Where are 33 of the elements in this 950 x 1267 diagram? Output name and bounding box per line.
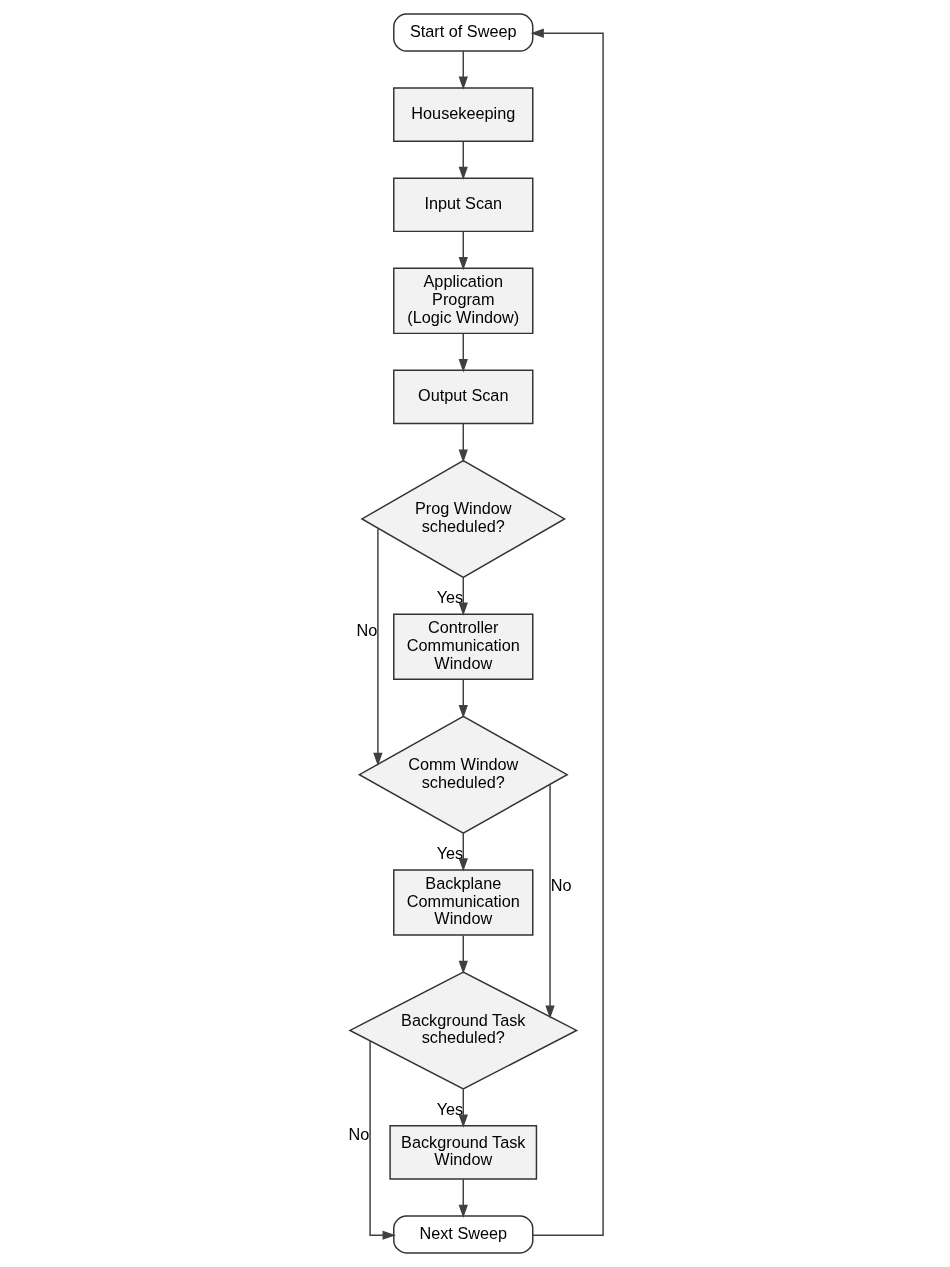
edge-label: Yes xyxy=(436,588,463,607)
arrow xyxy=(458,1088,468,1128)
node-diamond: Background Task scheduled? xyxy=(347,971,578,1090)
node-box: Next Sweep xyxy=(392,1215,533,1254)
node-box: Application Program (Logic Window) xyxy=(392,267,533,335)
edge-label: No xyxy=(348,1124,369,1143)
arrow xyxy=(372,527,383,767)
edge-label: Yes xyxy=(436,1100,463,1119)
node-box: Start of Sweep xyxy=(392,13,533,52)
arrow xyxy=(458,679,468,719)
node-box: Housekeeping xyxy=(392,87,533,142)
arrow xyxy=(458,832,468,872)
edge-label: No xyxy=(355,621,377,640)
arrow xyxy=(458,1178,468,1219)
arrow xyxy=(458,50,468,90)
node-box: Output Scan xyxy=(392,369,533,425)
arrow xyxy=(368,1040,396,1240)
node-box: Controller Communication Window xyxy=(392,613,533,681)
arrow xyxy=(458,576,468,616)
node-box: Background Task Window xyxy=(388,1125,537,1180)
arrow xyxy=(458,423,468,463)
node-diamond: Prog Window scheduled? xyxy=(360,459,566,579)
arrow xyxy=(458,332,468,373)
arrow xyxy=(458,934,468,975)
edge-label: No xyxy=(550,875,572,894)
node-box: Backplane Communication Window xyxy=(392,869,533,936)
edge-label: Yes xyxy=(436,844,463,863)
arrow xyxy=(544,783,555,1019)
arrow xyxy=(458,140,468,180)
arrow xyxy=(530,28,604,1236)
node-box: Input Scan xyxy=(392,177,533,233)
arrow xyxy=(458,230,468,271)
node-diamond: Comm Window scheduled? xyxy=(357,715,569,834)
